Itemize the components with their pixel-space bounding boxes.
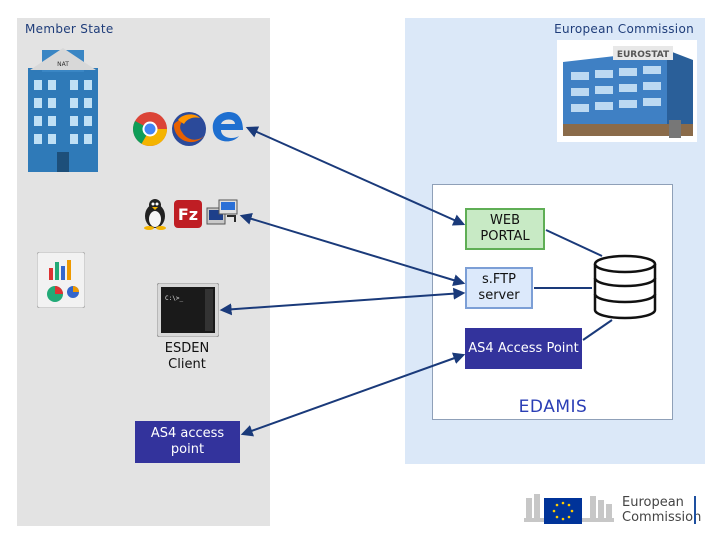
as4-as4-arrow — [240, 352, 466, 437]
terminal-icon: C:\>_ — [156, 282, 220, 338]
ec-logo-line2: Commission — [622, 510, 702, 525]
svg-text:NAT: NAT — [57, 61, 69, 68]
eu-flag-icon — [524, 494, 614, 524]
ec-logo-divider — [694, 496, 696, 524]
esden-client-label: ESDEN Client — [164, 341, 210, 372]
ec-logo-line1: European — [622, 495, 684, 510]
as4-database-line — [582, 319, 613, 341]
sftp-server-box: s.FTP server — [465, 267, 533, 309]
web-portal-label: WEB PORTAL — [480, 213, 530, 244]
european-commission-label: European Commission — [554, 22, 694, 36]
edamis-label: EDAMIS — [518, 397, 588, 417]
svg-text:Fz: Fz — [178, 205, 198, 224]
linux-icon — [142, 198, 168, 230]
member-state-label: Member State — [25, 22, 114, 36]
database-icon — [592, 254, 658, 320]
as4-access-point-box: AS4 Access Point — [465, 328, 582, 369]
svg-text:C:\>_: C:\>_ — [165, 295, 183, 302]
as4-access-point-label: AS4 Access Point — [468, 340, 579, 356]
chrome-icon — [131, 110, 169, 148]
web-portal-box: WEB PORTAL — [465, 208, 545, 250]
web-portal-database-line — [545, 229, 603, 257]
edge-icon — [209, 108, 245, 148]
eurostat-sign: EUROSTAT — [617, 50, 670, 60]
as4-access-point-left: AS4 access point — [135, 421, 240, 463]
ftp-transfer-icon — [205, 198, 239, 230]
ftp-sftp-arrow — [239, 213, 466, 286]
browser-web-portal-arrow — [245, 126, 466, 226]
sftp-server-label: s.FTP server — [478, 272, 520, 303]
building-icon: NAT — [24, 40, 102, 174]
firefox-icon — [170, 110, 208, 148]
european-commission-logo: European Commission — [524, 492, 702, 528]
esden-sftp-arrow — [219, 287, 466, 316]
as4-access-point-left-label: AS4 access point — [150, 426, 225, 457]
eurostat-building-icon: EUROSTAT — [557, 40, 697, 142]
filezilla-icon: Fz — [174, 200, 202, 228]
